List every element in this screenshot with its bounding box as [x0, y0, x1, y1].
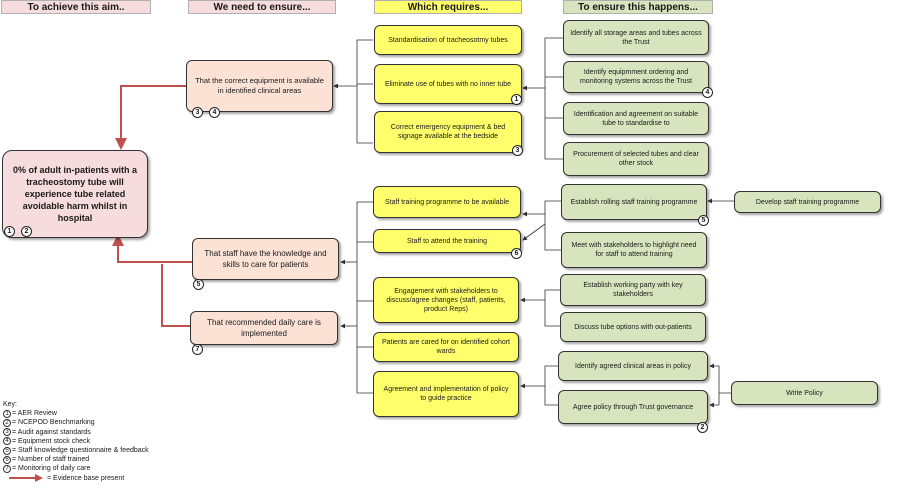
- happens-agree-policy: Agree policy through Trust governance: [558, 390, 708, 424]
- requires-cohort-wards-text: Patients are cared for on identified coh…: [381, 339, 511, 355]
- requires-emergency-equipment: Correct emergency equipment & bed signag…: [374, 111, 522, 153]
- happens-meet-stakeholders: Meet with stakeholders to highlight need…: [561, 232, 707, 268]
- develop-training-programme-text: Develop staff training programme: [755, 198, 860, 206]
- evidence-arrow-icon: [9, 474, 43, 483]
- key-item-label: = NCEPOD Benchmarking: [12, 419, 95, 427]
- evidence-label: = Evidence base present: [47, 474, 125, 482]
- key-item-num: 6: [3, 455, 11, 464]
- key-item-label: = Number of staff trained: [12, 456, 90, 464]
- aim-text: 0% of adult in-patients with a tracheost…: [12, 165, 137, 223]
- happens-working-party-text: Establish working party with key stakeho…: [583, 282, 683, 298]
- key-item: 2= NCEPOD Benchmarking: [3, 418, 149, 427]
- happens-discuss-tube-options: Discuss tube options with out-patients: [560, 312, 706, 342]
- key-item-num: 3: [3, 428, 11, 437]
- key-item-label: = AER Review: [12, 410, 57, 418]
- ensure-equipment-text: That the correct equipment is available …: [195, 76, 324, 95]
- header-ensure: We need to ensure...: [188, 0, 336, 14]
- requires-eliminate-tubes-text: Eliminate use of tubes with no inner tub…: [384, 80, 512, 88]
- key-item-label: = Equipment stock check: [12, 437, 91, 445]
- happens-identify-clinical-areas: Identify agreed clinical areas in policy: [558, 351, 708, 381]
- key-item: 5= Staff knowledge questionnaire & feedb…: [3, 446, 149, 455]
- key-item: 6= Number of staff trained: [3, 455, 149, 464]
- key-item-label: = Staff knowledge questionnaire & feedba…: [12, 447, 149, 455]
- requires-emergency-num: 3: [512, 145, 523, 156]
- requires-emergency-equipment-text: Correct emergency equipment & bed signag…: [390, 124, 506, 140]
- key-item-num: 7: [3, 465, 11, 474]
- requires-attend-training-text: Staff to attend the training: [406, 237, 488, 245]
- requires-standardisation: Standardisation of tracheosotmy tubes: [374, 25, 522, 55]
- happens-suitable-tube-text: Identification and agreement on suitable…: [573, 110, 699, 127]
- ensure-knowledge-box: That staff have the knowledge and skills…: [192, 238, 339, 280]
- key-item-label: = Monitoring of daily care: [12, 465, 91, 473]
- requires-training-programme: Staff training programme to be available: [373, 186, 521, 218]
- aim-num-2: 2: [21, 226, 32, 237]
- ensure-daily-care-box: That recommended daily care is implement…: [190, 311, 338, 345]
- happens-working-party: Establish working party with key stakeho…: [560, 274, 706, 306]
- happens-rolling-training-text: Establish rolling staff training program…: [570, 198, 698, 206]
- happens-ordering-systems: Identify equipmment ordering and monitor…: [563, 61, 709, 93]
- happens-meet-stakeholders-text: Meet with stakeholders to highlight need…: [571, 242, 697, 258]
- happens-storage-areas-text: Identify all storage areas and tubes acr…: [570, 29, 702, 46]
- happens-suitable-tube: Identification and agreement on suitable…: [563, 102, 709, 135]
- aim-box: 0% of adult in-patients with a tracheost…: [2, 150, 148, 238]
- requires-attend-training: Staff to attend the training: [373, 229, 521, 253]
- requires-standardisation-text: Standardisation of tracheosotmy tubes: [388, 36, 508, 44]
- happens-agree-policy-num: 2: [697, 422, 708, 433]
- key-title: Key:: [3, 401, 18, 408]
- requires-policy: Agreement and implementation of policy t…: [373, 371, 519, 417]
- requires-training-programme-text: Staff training programme to be available: [385, 198, 509, 206]
- header-requires: Which requires...: [374, 0, 522, 14]
- key-item-num: 1: [3, 409, 11, 418]
- ensure-daily-care-num-7: 7: [192, 344, 203, 355]
- happens-procurement: Procurement of selected tubes and clear …: [563, 142, 709, 176]
- key-legend: Key: 1= AER Review 2= NCEPOD Benchmarkin…: [3, 400, 149, 483]
- happens-storage-areas: Identify all storage areas and tubes acr…: [563, 20, 709, 55]
- key-item: 1= AER Review: [3, 409, 149, 418]
- key-item: 4= Equipment stock check: [3, 437, 149, 446]
- ensure-knowledge-text: That staff have the knowledge and skills…: [204, 249, 327, 269]
- key-item-num: 2: [3, 419, 11, 427]
- key-item-num: 5: [3, 446, 11, 455]
- aim-num-1: 1: [4, 226, 15, 237]
- requires-engagement-text: Engagement with stakeholders to discuss/…: [386, 287, 506, 313]
- write-policy-text: Write Policy: [786, 389, 823, 397]
- ensure-equipment-num-4: 4: [209, 107, 220, 118]
- key-item: 7= Monitoring of daily care: [3, 464, 149, 474]
- ensure-knowledge-num-5: 5: [193, 279, 204, 290]
- key-item-label: = Audit against standards: [12, 428, 91, 436]
- happens-identify-clinical-areas-text: Identify agreed clinical areas in policy: [575, 362, 691, 370]
- happens-ordering-systems-text: Identify equipmment ordering and monitor…: [579, 69, 693, 85]
- happens-agree-policy-text: Agree policy through Trust governance: [572, 403, 694, 411]
- header-aim: To achieve this aim..: [1, 0, 151, 14]
- key-evidence: = Evidence base present: [3, 474, 149, 483]
- requires-cohort-wards: Patients are cared for on identified coh…: [373, 332, 519, 362]
- happens-procurement-text: Procurement of selected tubes and clear …: [573, 151, 699, 167]
- key-item-num: 4: [3, 437, 11, 446]
- requires-eliminate-tubes: Eliminate use of tubes with no inner tub…: [374, 64, 522, 104]
- requires-attend-num: 6: [511, 248, 522, 259]
- ensure-daily-care-text: That recommended daily care is implement…: [207, 318, 321, 338]
- happens-discuss-tube-options-text: Discuss tube options with out-patients: [574, 323, 692, 331]
- requires-policy-text: Agreement and implementation of policy t…: [383, 386, 509, 402]
- requires-eliminate-num: 1: [511, 94, 522, 105]
- happens-rolling-training-num: 5: [698, 215, 709, 226]
- develop-training-programme-box: Develop staff training programme: [734, 191, 881, 213]
- happens-ordering-num: 4: [702, 87, 713, 98]
- header-happens: To ensure this happens...: [563, 0, 713, 14]
- ensure-equipment-num-3: 3: [192, 107, 203, 118]
- write-policy-box: Write Policy: [731, 381, 878, 405]
- happens-rolling-training: Establish rolling staff training program…: [561, 184, 707, 220]
- requires-engagement: Engagement with stakeholders to discuss/…: [373, 277, 519, 323]
- ensure-equipment-box: That the correct equipment is available …: [186, 60, 333, 112]
- key-item: 3= Audit against standards: [3, 428, 149, 437]
